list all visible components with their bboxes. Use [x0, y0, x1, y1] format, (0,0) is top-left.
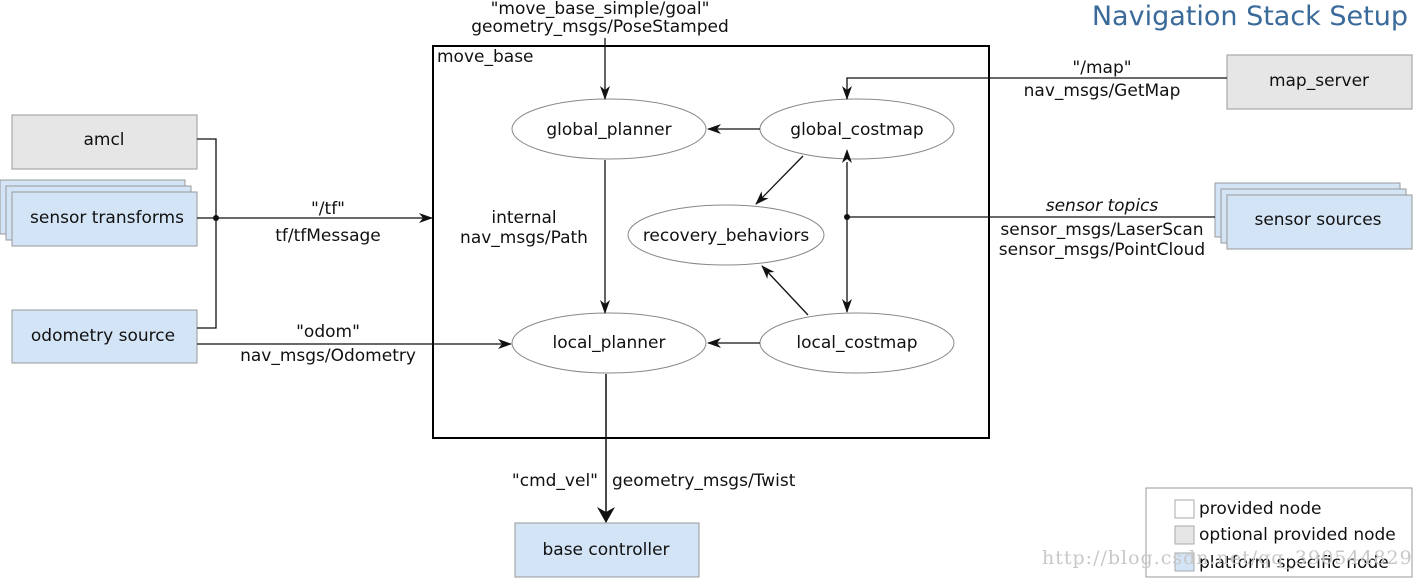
- tf-topic-label: "/tf": [311, 199, 345, 219]
- cloud-type-label: sensor_msgs/PointCloud: [999, 240, 1205, 260]
- global-planner-label: global_planner: [546, 120, 671, 140]
- legend-provided-swatch: [1174, 499, 1195, 519]
- base-controller-node[interactable]: base controller: [514, 522, 700, 578]
- move-base-box: [432, 45, 990, 439]
- map-type-label: nav_msgs/GetMap: [1024, 81, 1181, 101]
- twist-type-label: geometry_msgs/Twist: [612, 471, 796, 491]
- tf-bus: [197, 138, 217, 329]
- legend: provided node optional provided node pla…: [1145, 487, 1413, 578]
- global-costmap-node[interactable]: global_costmap: [759, 98, 955, 160]
- global-costmap-label: global_costmap: [790, 120, 923, 140]
- sensor-sources-label: sensor sources: [1254, 210, 1381, 230]
- sensor-transforms-label: sensor transforms: [30, 208, 184, 228]
- sensor-transforms-node[interactable]: sensor transforms: [0, 179, 198, 247]
- map-server-label: map_server: [1269, 71, 1369, 91]
- amcl-node[interactable]: amcl: [11, 114, 198, 170]
- local-costmap-node[interactable]: local_costmap: [759, 312, 955, 374]
- sensor-sources-node[interactable]: sensor sources: [1214, 182, 1413, 250]
- legend-platform-swatch: [1174, 552, 1195, 572]
- tf-type-label: tf/tfMessage: [275, 226, 381, 246]
- local-planner-label: local_planner: [552, 333, 665, 353]
- map-server-node[interactable]: map_server: [1226, 54, 1413, 110]
- global-costmap-to-recovery-arrow: [755, 155, 804, 205]
- move-base-label: move_base: [437, 47, 534, 67]
- odom-topic-label: "odom": [296, 322, 360, 342]
- cmd-vel-topic-label: "cmd_vel": [512, 471, 598, 491]
- legend-platform-label: platform specific node: [1199, 553, 1389, 573]
- legend-optional-label: optional provided node: [1199, 525, 1396, 545]
- recovery-behaviors-label: recovery_behaviors: [643, 226, 810, 246]
- legend-optional-swatch: [1174, 525, 1195, 545]
- map-arrow: [842, 77, 1227, 100]
- local-planner-node[interactable]: local_planner: [511, 312, 707, 374]
- sensor-topics-label: sensor topics: [1046, 196, 1159, 216]
- local-costmap-to-recovery-arrow: [761, 265, 809, 316]
- odometry-source-node[interactable]: odometry source: [11, 309, 198, 364]
- local-costmap-label: local_costmap: [796, 333, 917, 353]
- recovery-behaviors-node[interactable]: recovery_behaviors: [627, 204, 825, 266]
- goal-type-label: geometry_msgs/PoseStamped: [471, 17, 729, 37]
- amcl-label: amcl: [83, 130, 124, 150]
- sensor-junction: [844, 214, 850, 220]
- goal-topic-label: "move_base_simple/goal": [491, 0, 710, 19]
- base-controller-label: base controller: [542, 540, 669, 560]
- odom-type-label: nav_msgs/Odometry: [240, 346, 416, 366]
- laser-type-label: sensor_msgs/LaserScan: [1000, 220, 1203, 240]
- watermark: http://blog.csdn.net/qq_39054482991s: [1042, 547, 1413, 569]
- legend-provided-label: provided node: [1199, 499, 1321, 519]
- diagram-title: Navigation Stack Setup: [1092, 1, 1408, 32]
- internal-label: internal: [491, 208, 556, 228]
- odometry-source-label: odometry source: [31, 326, 175, 346]
- global-planner-node[interactable]: global_planner: [511, 98, 707, 160]
- path-type-label: nav_msgs/Path: [460, 228, 588, 248]
- map-topic-label: "/map": [1072, 58, 1131, 78]
